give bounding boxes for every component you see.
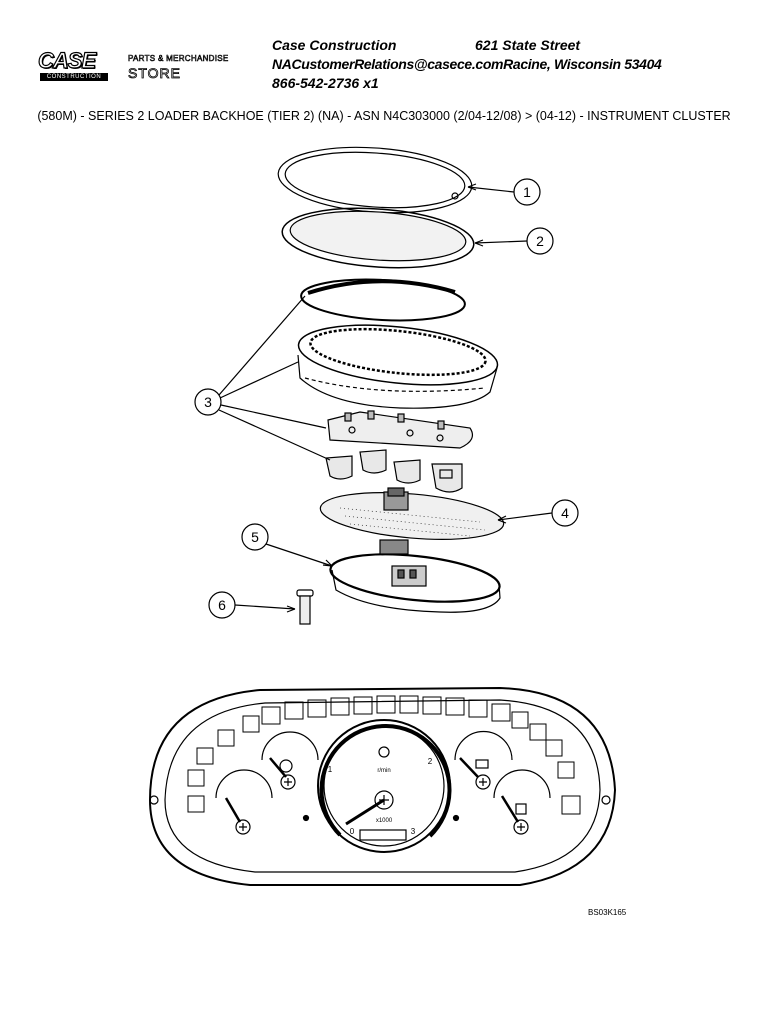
company-name: Case Construction	[272, 37, 397, 53]
callout-label-5: 5	[251, 529, 259, 545]
tach-tick-0: 0	[350, 827, 355, 836]
email-and-city: NACustomerRelations@casece.comRacine, Wi…	[272, 56, 662, 72]
logo-store-line2: STORE	[128, 65, 181, 82]
page-title: (580M) - SERIES 2 LOADER BACKHOE (TIER 2…	[37, 109, 731, 123]
callout-label-4: 4	[561, 505, 569, 521]
part-housing	[297, 324, 499, 409]
callout-label-3: 3	[204, 394, 212, 410]
tach-multiplier: x1000	[376, 818, 393, 824]
part-rear-housing	[329, 539, 501, 613]
callout-1	[467, 178, 541, 206]
part-pin	[296, 589, 314, 625]
callout-label-2: 2	[536, 233, 544, 249]
tach-tick-2: 2	[428, 757, 433, 766]
street-address: 621 State Street	[475, 37, 581, 53]
logo-brand: CASE	[37, 48, 96, 73]
callout-2	[474, 227, 554, 255]
logo-brand-sub: CONSTRUCTION	[40, 73, 108, 81]
callout-5	[241, 523, 333, 567]
instrument-cluster-front-view	[148, 686, 617, 886]
callout-3	[194, 295, 331, 461]
tach-unit: r/min	[377, 768, 390, 774]
part-lens	[281, 207, 475, 269]
part-dial-face	[327, 410, 473, 449]
logo-store-line1: PARTS & MERCHANDISE	[128, 54, 229, 64]
part-circuit-board	[319, 487, 505, 540]
callout-label-6: 6	[218, 597, 226, 613]
part-gauge-cups	[325, 449, 463, 493]
callout-label-1: 1	[523, 184, 531, 200]
part-mask-ring	[300, 278, 466, 322]
callout-6	[208, 591, 296, 619]
tach-tick-1: 1	[328, 765, 333, 774]
drawing-code: BS03K165	[588, 908, 627, 917]
case-store-logo: CASE CONSTRUCTION PARTS & MERCHANDISE ST…	[37, 48, 248, 84]
callout-4	[497, 499, 579, 527]
tach-tick-3: 3	[411, 827, 416, 836]
phone-number: 866-542-2736 x1	[272, 75, 379, 91]
part-bezel-ring	[277, 146, 473, 214]
